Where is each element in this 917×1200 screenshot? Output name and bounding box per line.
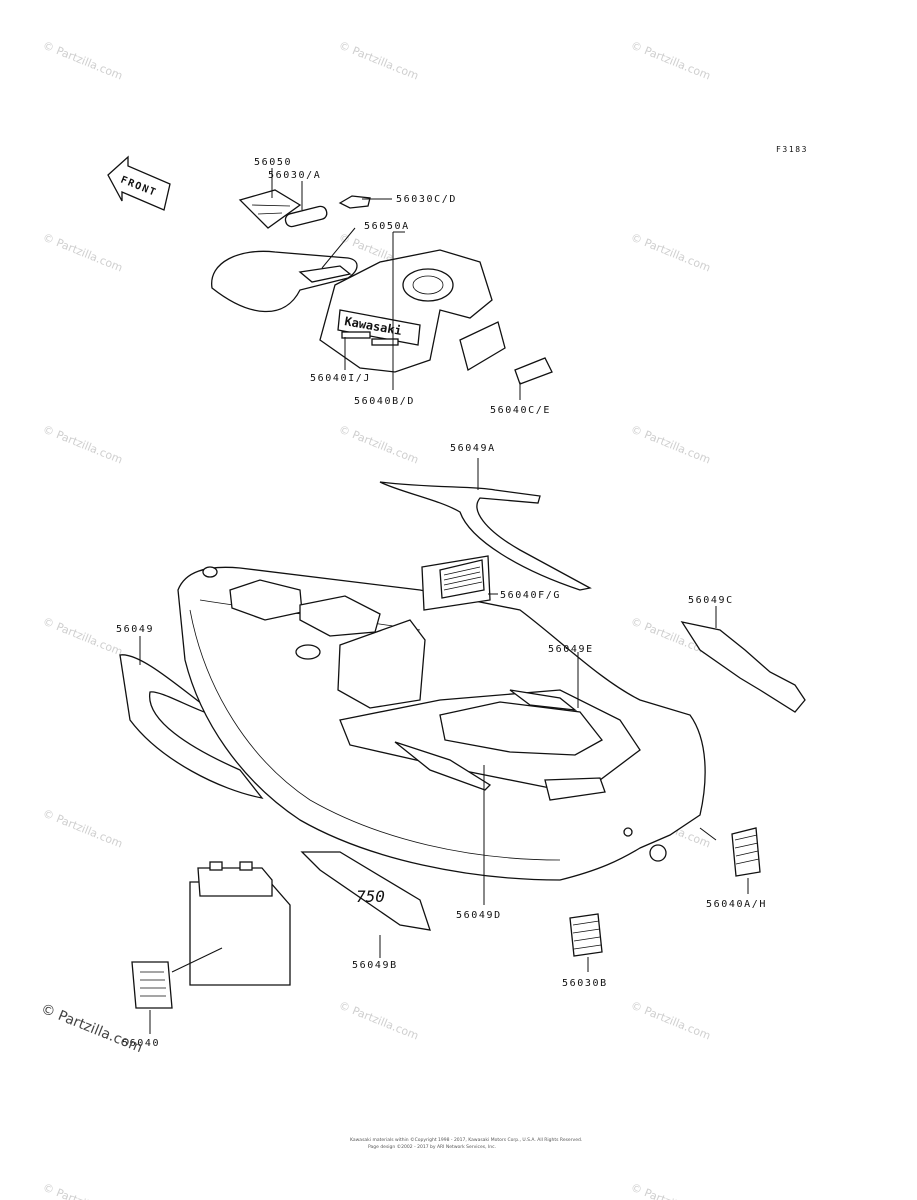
hood-assembly-drawing: Kawasaki [211, 189, 553, 385]
watermark: © Partzilla.com [41, 231, 125, 275]
watermark: © Partzilla.com [41, 423, 125, 467]
part-label-56040bd: 56040B/D [354, 396, 415, 407]
battery-terminal [239, 861, 253, 871]
hood-vent [402, 268, 454, 302]
part-label-56049b: 56049B [352, 960, 398, 971]
part-label-56040ah: 56040A/H [706, 899, 767, 910]
watermark: © Partzilla.com [629, 999, 713, 1043]
decal-56049b [300, 851, 431, 931]
part-label-56030cd: 56030C/D [396, 194, 457, 205]
stripe-56049d [394, 741, 492, 791]
decal-56050 [238, 189, 302, 229]
jet-nozzle [649, 844, 667, 862]
part-label-56030b: 56030B [562, 978, 608, 989]
part-label-56050: 56050 [254, 157, 292, 168]
battery-drawing [189, 861, 291, 986]
footer-copyright: Kawasaki materials within ©Copyright 199… [350, 1136, 582, 1143]
part-label-56049a: 56049A [450, 443, 496, 454]
rear-deck-decal-56049e [439, 701, 603, 756]
part-label-56049c: 56049C [688, 595, 734, 606]
decal-56030cd [338, 195, 371, 209]
watermark: © Partzilla.com [629, 423, 713, 467]
part-label-56040ce: 56040C/E [490, 405, 551, 416]
plate [459, 321, 506, 371]
watermark: © Partzilla.com [629, 39, 713, 83]
watermark: © Partzilla.com [337, 39, 421, 83]
corner-watermark: © Partzilla.com [39, 1001, 145, 1056]
footer-design: Page design ©2002 - 2017 by ARI Network … [368, 1143, 496, 1150]
battery-body [189, 881, 291, 986]
decal-56030b [569, 913, 603, 957]
decal-56050a [298, 265, 352, 283]
part-label-56050a: 56050A [364, 221, 410, 232]
part-label-56040: 56040 [122, 1038, 160, 1049]
battery-terminal [209, 861, 223, 871]
decal-model-text: 750 [356, 887, 385, 906]
part-label-56030a: 56030/A [268, 170, 321, 181]
decal-56040ce [514, 357, 553, 385]
watermark: © Partzilla.com [337, 999, 421, 1043]
part-label-56049e: 56049E [548, 644, 594, 655]
watermark: © Partzilla.com [41, 807, 125, 851]
watercraft-hull-drawing [177, 555, 706, 881]
seat-well [337, 619, 426, 709]
decal-56040ij [341, 331, 371, 339]
fuel-cap [295, 644, 321, 660]
part-label-56049d: 56049D [456, 910, 502, 921]
part-label-56049: 56049 [116, 624, 154, 635]
step [544, 777, 606, 801]
watermark: © Partzilla.com [337, 423, 421, 467]
seat [211, 250, 358, 313]
stripe-56049c [680, 621, 806, 713]
figure-code: F3183 [776, 145, 808, 154]
stripe-56049 [119, 654, 264, 799]
watermark: © Partzilla.com [629, 1181, 713, 1200]
bow-eye [202, 566, 218, 578]
watermark: © Partzilla.com [41, 39, 125, 83]
part-label-56040ij: 56040I/J [310, 373, 371, 384]
decal-56040ah [731, 827, 761, 877]
decal-56040bd [371, 338, 399, 346]
stripe-56049e [509, 689, 578, 711]
part-label-56040fg: 56040F/G [500, 590, 561, 601]
rivet [623, 827, 633, 837]
stripe-56049a [379, 481, 592, 591]
battery-top [197, 867, 273, 897]
leader-lines-top [271, 168, 521, 400]
watermark: © Partzilla.com [41, 615, 125, 659]
front-arrow-icon: FRONT [107, 155, 171, 211]
decal-56030a [284, 205, 328, 228]
leader-lines-hull [483, 593, 717, 905]
watermark: © Partzilla.com [41, 1181, 125, 1200]
decal-56040 [131, 961, 173, 1009]
watermark: © Partzilla.com [629, 231, 713, 275]
